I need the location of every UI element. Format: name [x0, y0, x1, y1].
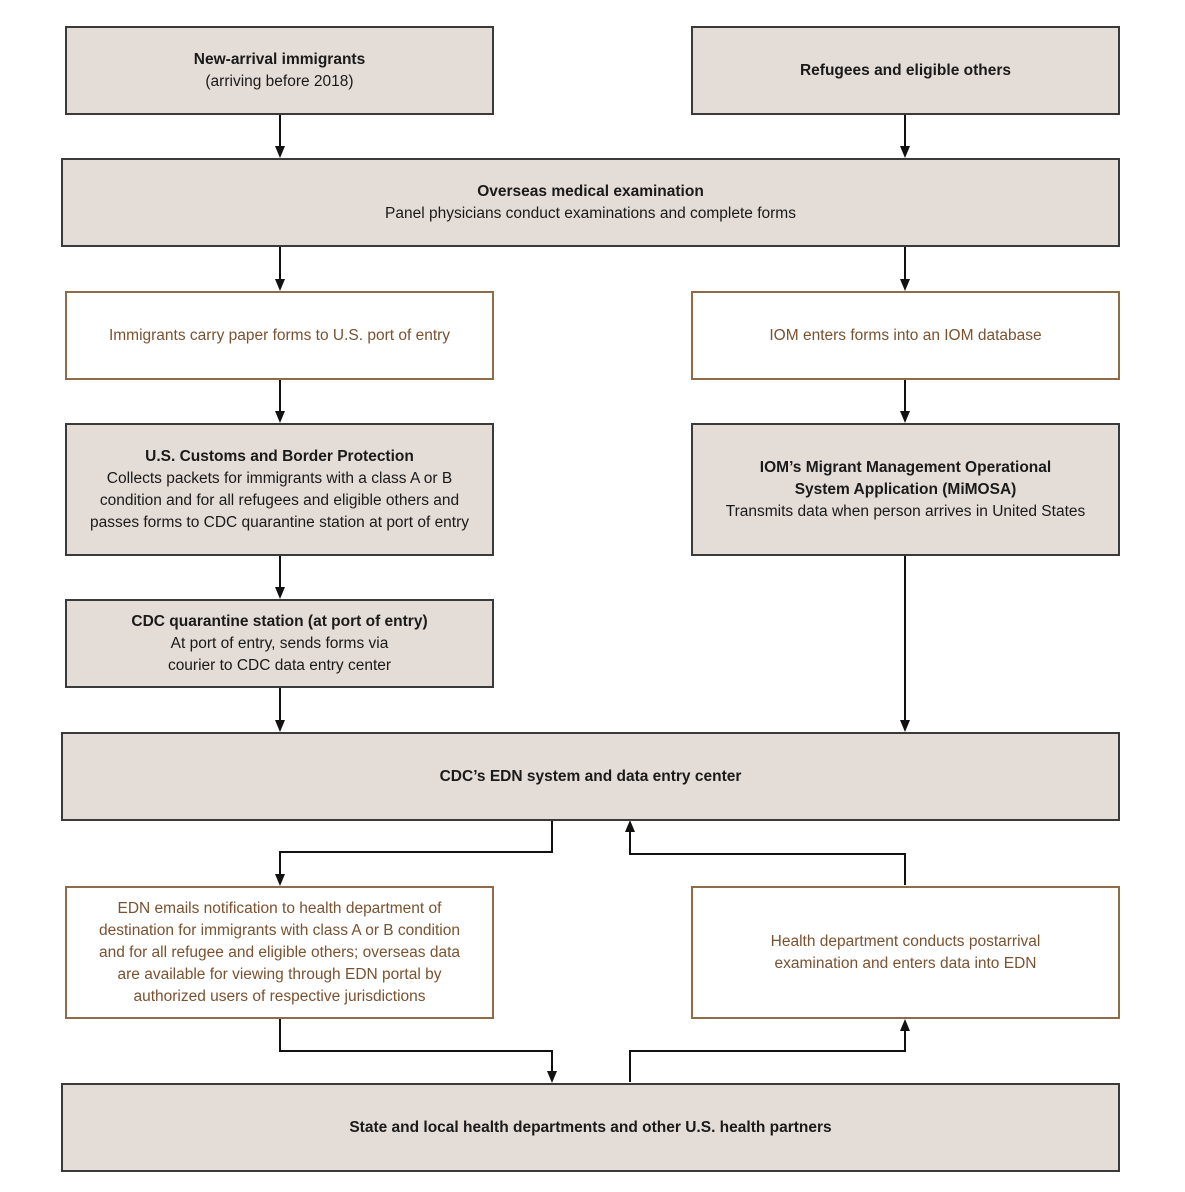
arrowhead [275, 587, 285, 599]
box-iom-enters: IOM enters forms into an IOM database [691, 291, 1120, 380]
box-state-local-health: State and local health departments and o… [61, 1083, 1120, 1172]
box-paper-forms: Immigrants carry paper forms to U.S. por… [65, 291, 494, 380]
box-overseas-exam: Overseas medical examination Panel physi… [61, 158, 1120, 247]
box-title: Overseas medical examination [477, 182, 704, 200]
box-title: CDC quarantine station (at port of entry… [131, 612, 428, 630]
arrowhead [275, 874, 285, 886]
box-health-department: Health department conducts postarrival e… [691, 886, 1120, 1019]
box-title: State and local health departments and o… [349, 1118, 832, 1136]
arrowhead [275, 720, 285, 732]
arrowhead [900, 720, 910, 732]
box-text: IOM enters forms into an IOM database [769, 326, 1042, 344]
box-line: courier to CDC data entry center [167, 656, 392, 674]
arrowhead [547, 1071, 557, 1083]
arrowhead [900, 279, 910, 291]
box-line: Collects packets for immigrants with a c… [106, 469, 453, 487]
box-subtitle: Transmits data when person arrives in Un… [725, 502, 1086, 520]
arrowhead [900, 1019, 910, 1031]
box-title: New-arrival immigrants [193, 50, 366, 68]
box-refugees: Refugees and eligible others [691, 26, 1120, 115]
box-text: Immigrants carry paper forms to U.S. por… [108, 326, 451, 344]
box-title: Refugees and eligible others [799, 61, 1012, 79]
arrow-emails-to-state [279, 1019, 553, 1071]
arrowhead [275, 411, 285, 423]
box-title: U.S. Customs and Border Protection [145, 447, 414, 465]
box-mimosa: IOM’s Migrant Management Operational Sys… [691, 423, 1120, 556]
box-subtitle: (arriving before 2018) [205, 72, 354, 90]
arrow-edn-to-emails [279, 820, 553, 874]
box-customs-border-protection: U.S. Customs and Border Protection Colle… [65, 423, 494, 556]
box-line: destination for immigrants with class A … [99, 921, 460, 939]
box-line: authorized users of respective jurisdict… [133, 987, 426, 1005]
box-edn-emails: EDN emails notification to health depart… [65, 886, 494, 1019]
arrowhead [900, 411, 910, 423]
box-line: EDN emails notification to health depart… [117, 899, 442, 917]
arrowhead [900, 146, 910, 158]
box-line: are available for viewing through EDN po… [117, 965, 442, 983]
box-line: examination and enters data into EDN [774, 954, 1037, 972]
box-title: CDC’s EDN system and data entry center [439, 767, 742, 785]
box-new-arrival-immigrants: New-arrival immigrants (arriving before … [65, 26, 494, 115]
box-subtitle: Panel physicians conduct examinations an… [385, 204, 796, 222]
arrowhead [275, 279, 285, 291]
box-line: Health department conducts postarrival [770, 932, 1041, 950]
box-quarantine-station: CDC quarantine station (at port of entry… [65, 599, 494, 688]
box-line: condition and for all refugees and eligi… [99, 491, 460, 509]
box-line: and for all refugee and eligible others;… [98, 943, 461, 961]
box-title-line: System Application (MiMOSA) [794, 480, 1017, 498]
box-line: At port of entry, sends forms via [170, 634, 389, 652]
box-title-line: IOM’s Migrant Management Operational [759, 458, 1052, 476]
arrowhead [625, 820, 635, 832]
arrow-state-to-health [629, 1031, 906, 1082]
arrowhead [275, 146, 285, 158]
box-edn-system: CDC’s EDN system and data entry center [61, 732, 1120, 821]
arrow-health-to-edn [629, 832, 906, 885]
box-line: passes forms to CDC quarantine station a… [89, 513, 470, 531]
